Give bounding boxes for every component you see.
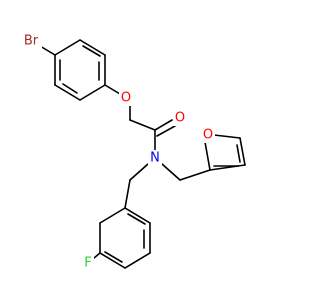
bond: [127, 213, 146, 225]
bond-layer: [39, 39, 246, 269]
bond: [104, 251, 123, 263]
atom-label-background: [81, 255, 94, 271]
atom-fluorine: F: [81, 255, 94, 271]
atom-symbol-o-carbonyl: O: [175, 111, 185, 126]
bond: [179, 169, 211, 181]
bond: [239, 137, 246, 166]
bond: [99, 207, 126, 224]
bond: [54, 39, 81, 56]
atom-label-background: [201, 127, 215, 143]
bond: [161, 163, 181, 181]
molecule-structure: Br O O N O F: [20, 33, 246, 271]
atom-symbol-o-ether: O: [121, 91, 131, 106]
bond: [236, 144, 241, 163]
atom-symbol-n: N: [150, 151, 160, 166]
atom-label-background: [20, 33, 42, 49]
bond: [82, 45, 101, 57]
bond: [62, 83, 78, 94]
atom-bromine: Br: [20, 33, 42, 49]
atom-amide-nitrogen: N: [148, 150, 162, 166]
bond: [204, 141, 211, 171]
bond: [213, 134, 241, 139]
atom-symbol-f: F: [84, 256, 91, 271]
atom-ether-oxygen: O: [119, 90, 133, 106]
bond: [39, 45, 56, 56]
bond: [79, 39, 106, 56]
atom-furan-oxygen: O: [201, 127, 215, 143]
atom-symbol-o-furan: O: [203, 128, 213, 143]
atom-label-background: [173, 110, 187, 126]
bond: [93, 252, 101, 259]
atom-label-background: [148, 150, 162, 166]
bond: [209, 164, 246, 171]
atom-carbonyl-oxygen: O: [173, 110, 187, 126]
bond: [124, 207, 151, 224]
bond: [104, 84, 121, 95]
atom-symbol-br: Br: [24, 34, 39, 49]
atom-label-layer: Br O O N O F: [20, 33, 215, 271]
bond: [124, 179, 131, 209]
bond: [129, 163, 149, 181]
atom-label-background: [119, 90, 133, 106]
bond: [124, 252, 151, 269]
bond: [129, 119, 156, 131]
bond: [154, 119, 173, 131]
bond: [79, 84, 106, 101]
bond: [99, 252, 126, 269]
bond: [54, 84, 81, 101]
bond: [156, 125, 176, 137]
